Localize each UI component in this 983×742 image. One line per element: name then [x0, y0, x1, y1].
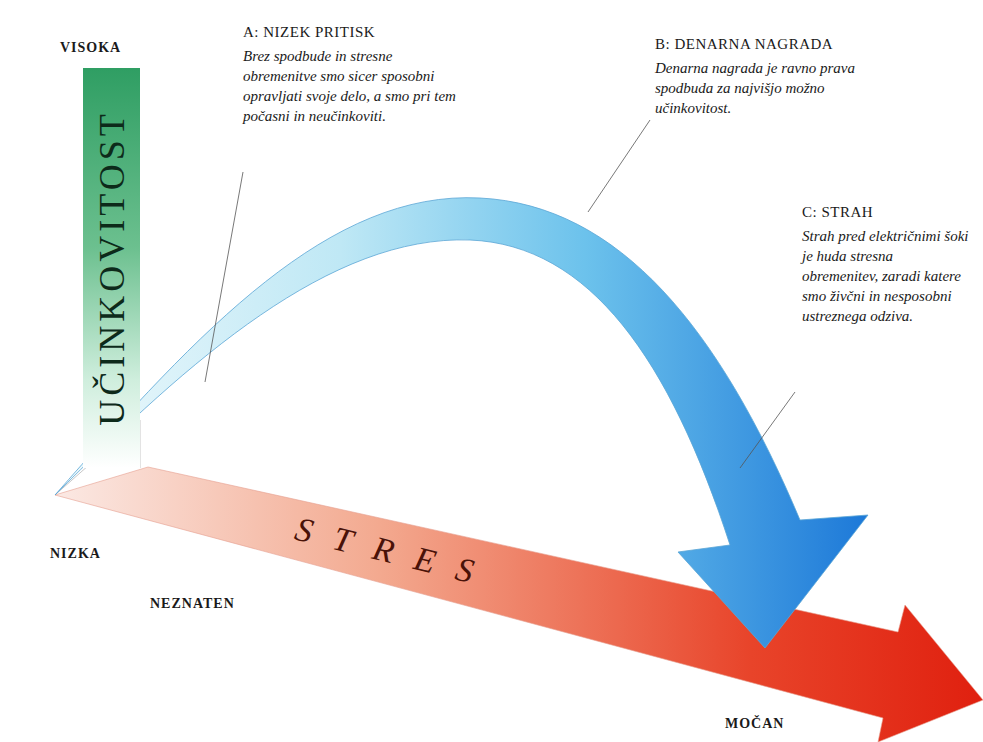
axis-strong-label: MOČAN — [725, 716, 784, 732]
callout-text: Brez spodbude in stresne obremenitve smo… — [243, 46, 458, 126]
axis-title: UČINKOVITOST — [94, 110, 130, 425]
stress-axis-label-box: STRES — [243, 490, 548, 617]
callout-heading: B: DENARNA NAGRADA — [655, 36, 833, 53]
callout-text: Denarna nagrada je ravno prava spodbuda … — [655, 58, 890, 118]
axis-title: STRES — [292, 512, 499, 594]
leader-line — [588, 120, 650, 212]
callout-text: Strah pred električnimi šoki je huda str… — [802, 226, 972, 326]
leader-line — [740, 392, 795, 468]
callout-heading: C: STRAH — [802, 204, 873, 221]
performance-curve-arrow — [55, 198, 868, 648]
axis-weak-label: NEZNATEN — [150, 596, 235, 612]
callout-heading: A: NIZEK PRITISK — [243, 24, 375, 41]
performance-axis-bar: UČINKOVITOST — [83, 68, 140, 468]
axis-low-label: NIZKA — [50, 546, 101, 562]
axis-high-label: VISOKA — [60, 40, 121, 56]
stress-axis-arrow — [55, 467, 983, 742]
leader-line — [205, 172, 243, 382]
